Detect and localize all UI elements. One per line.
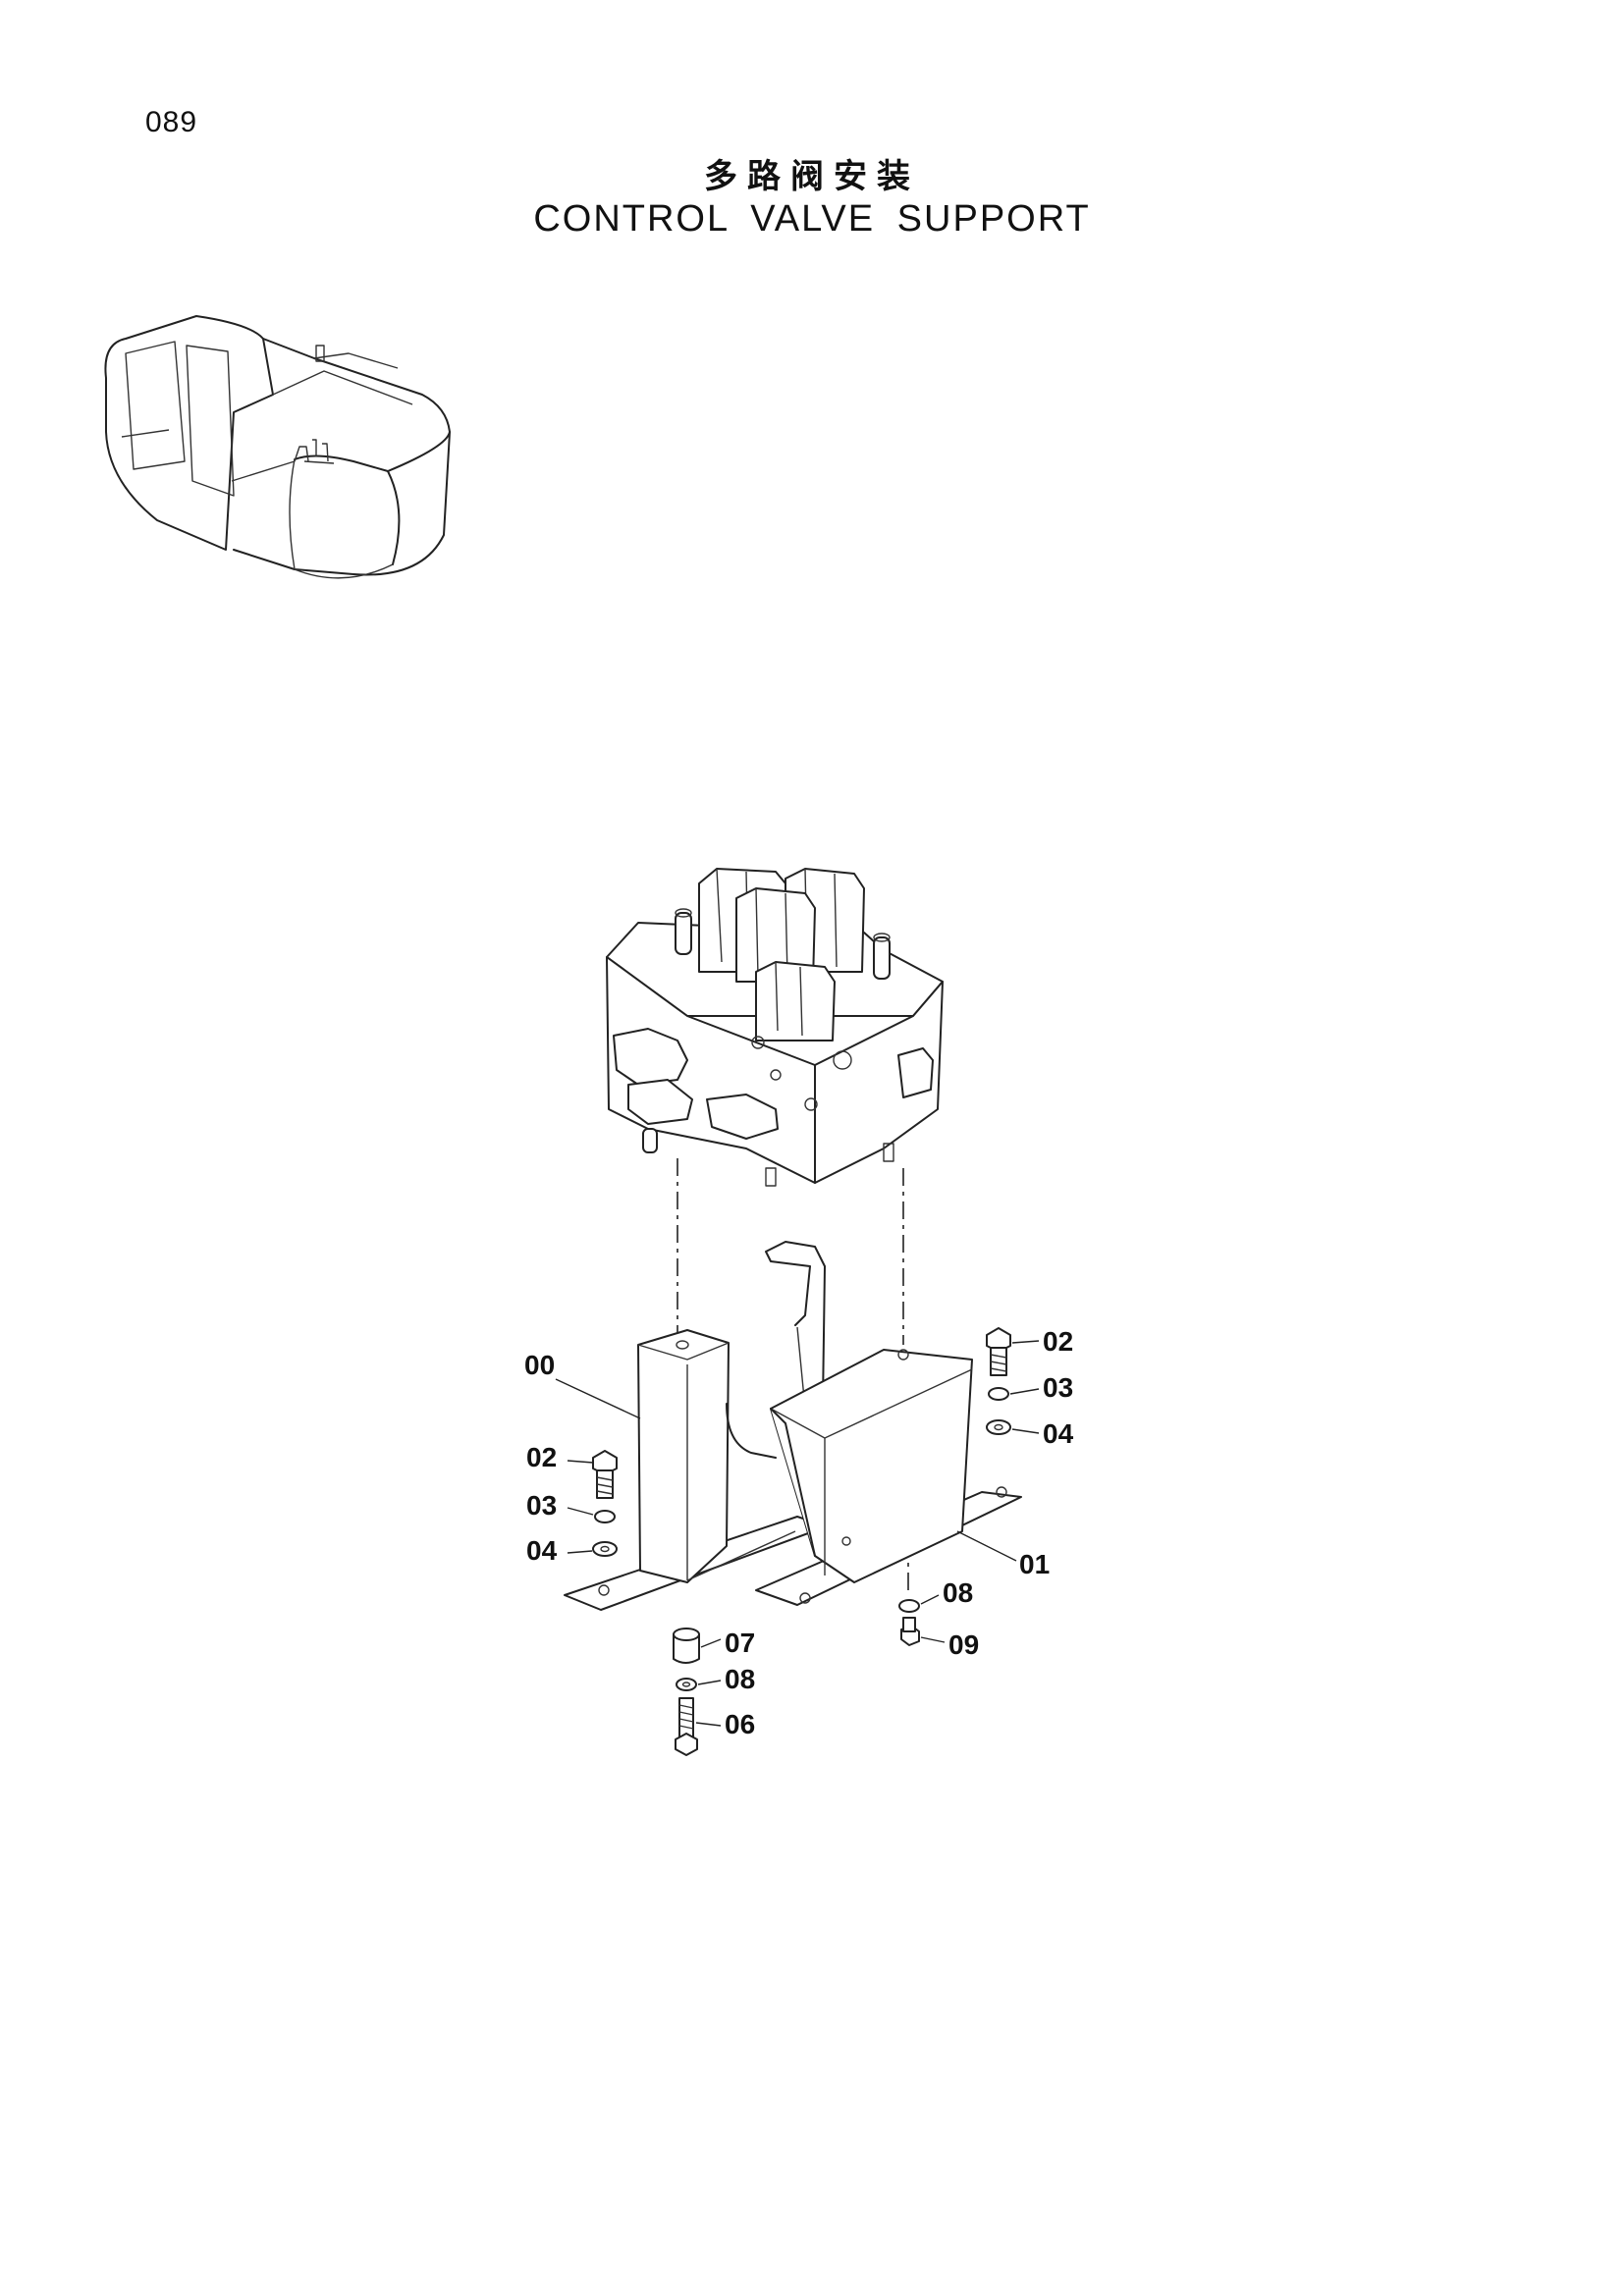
callout-07: 07 [725, 1628, 755, 1658]
callout-03-left: 03 [526, 1490, 557, 1521]
support-bracket-drawing [564, 1241, 1022, 1611]
fastener-parts [592, 1327, 1011, 1756]
page-number: 089 [145, 106, 198, 138]
callout-02-left: 02 [526, 1442, 557, 1472]
callout-08-right: 08 [943, 1577, 973, 1608]
callout-00: 00 [524, 1350, 555, 1380]
callout-04-left: 04 [526, 1535, 558, 1566]
callout-04-right: 04 [1043, 1418, 1074, 1449]
page-title-english: CONTROL VALVE SUPPORT [533, 198, 1091, 240]
page-title-chinese: 多路阀安装 [704, 157, 920, 196]
excavator-locator-drawing [104, 315, 451, 579]
callout-02-right: 02 [1043, 1326, 1073, 1357]
callout-08-bottom: 08 [725, 1664, 755, 1694]
callout-06: 06 [725, 1709, 755, 1739]
callout-labels: 00 02 03 04 02 03 04 01 08 09 07 08 06 [524, 1326, 1074, 1739]
control-valve-drawing [606, 868, 944, 1187]
callout-03-right: 03 [1043, 1372, 1073, 1403]
callout-leaders [555, 1340, 1040, 1727]
callout-01: 01 [1019, 1549, 1050, 1579]
callout-09: 09 [948, 1629, 979, 1660]
